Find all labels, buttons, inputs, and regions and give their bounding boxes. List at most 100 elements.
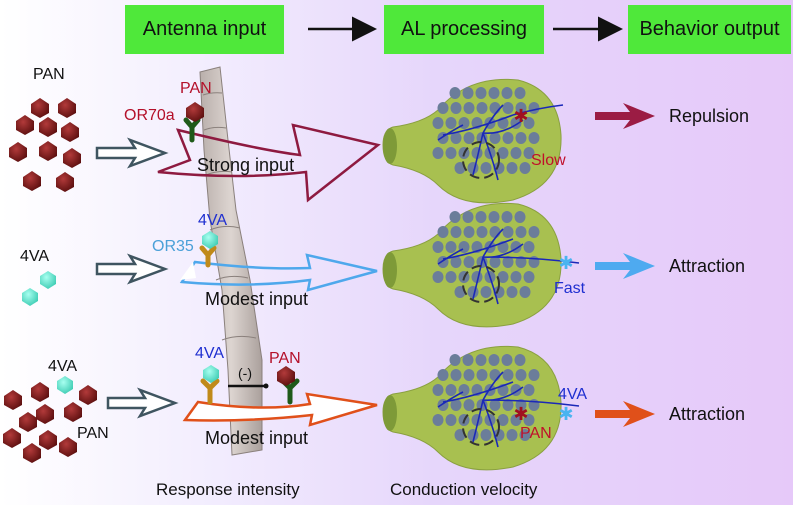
velocity-label: Slow <box>531 152 566 169</box>
glomerulus <box>480 286 492 298</box>
glomerulus <box>476 226 488 238</box>
glomerulus <box>432 117 444 129</box>
glomerulus <box>514 354 526 366</box>
glomerulus <box>463 226 475 238</box>
glomerulus <box>476 369 488 381</box>
pan-odor-cluster-1 <box>9 98 81 192</box>
glomerulus <box>501 211 513 223</box>
glomerulus <box>523 414 535 426</box>
glomerulus <box>432 147 444 159</box>
glomerulus <box>515 399 527 411</box>
glomerulus <box>488 211 500 223</box>
odor-label-4va: 4VA <box>48 358 78 375</box>
glomerulus <box>506 429 518 441</box>
glomerulus <box>515 369 527 381</box>
glomerulus <box>450 226 462 238</box>
odor-label-pan: PAN <box>33 66 65 83</box>
glomerulus <box>463 102 475 114</box>
glomerulus <box>489 369 501 381</box>
repulsion-arrow <box>595 103 655 129</box>
or35-receptor-icon <box>199 231 218 268</box>
hollow-arrow-3 <box>106 387 179 419</box>
glomerulus <box>450 369 462 381</box>
glomerulus <box>519 286 531 298</box>
odor-label-4va: 4VA <box>20 248 50 265</box>
hollow-arrow-2 <box>95 253 169 285</box>
receptor-odor-label: 4VA <box>195 345 225 362</box>
stage-label: AL processing <box>401 18 527 40</box>
antennal-lobe-2: ✱ <box>382 202 580 328</box>
glomerulus <box>450 256 462 268</box>
glomerulus <box>528 102 540 114</box>
glomerulus <box>488 87 500 99</box>
glomerulus <box>514 87 526 99</box>
glomerulus <box>502 369 514 381</box>
glomerulus <box>489 226 501 238</box>
receptor-name-label: OR70a <box>124 107 175 124</box>
glomerulus <box>502 102 514 114</box>
glomerulus <box>502 226 514 238</box>
glomerulus <box>445 147 457 159</box>
glomerulus <box>449 211 461 223</box>
glomerulus <box>528 132 540 144</box>
modest-input-arrow-2 <box>182 392 378 427</box>
glomerulus <box>502 399 514 411</box>
stage-label: Antenna input <box>142 18 267 40</box>
odor-label-pan: PAN <box>77 425 109 442</box>
receptor-odor-label: 4VA <box>198 212 228 229</box>
glomerulus <box>497 271 509 283</box>
glomerulus <box>523 147 535 159</box>
input-strength-label: Modest input <box>205 289 309 309</box>
glomerulus <box>450 132 462 144</box>
footer-conduction-velocity: Conduction velocity <box>390 480 538 499</box>
glomerulus <box>519 162 531 174</box>
al-label-4va: 4VA <box>558 386 588 403</box>
glomerulus <box>489 132 501 144</box>
glomerulus <box>488 354 500 366</box>
or35-receptor-icon-2 <box>200 365 220 405</box>
glomerulus <box>445 384 457 396</box>
glomerulus <box>437 226 449 238</box>
glomerulus <box>437 369 449 381</box>
glomerulus <box>510 414 522 426</box>
antennal-lobe-3: ✱ ✱ <box>382 345 580 471</box>
glomerulus <box>450 102 462 114</box>
glomerulus <box>463 256 475 268</box>
glomerulus <box>502 256 514 268</box>
or70a-receptor-icon <box>183 102 204 143</box>
glomerulus <box>475 354 487 366</box>
glomerulus <box>497 147 509 159</box>
receptor-odor-label: PAN <box>269 350 301 367</box>
glomerulus <box>480 429 492 441</box>
attraction-arrow-2 <box>595 401 655 427</box>
glomerulus <box>510 147 522 159</box>
glomerulus <box>515 256 527 268</box>
glomerulus <box>437 102 449 114</box>
glomerulus <box>476 102 488 114</box>
behavior-label: Repulsion <box>669 106 750 126</box>
glomerulus <box>475 211 487 223</box>
glomerulus <box>523 241 535 253</box>
glomerulus <box>489 399 501 411</box>
svg-text:✱: ✱ <box>513 106 528 126</box>
mixed-odor-cluster <box>3 376 97 463</box>
or70a-receptor-icon-2 <box>277 366 300 405</box>
footer-response-intensity: Response intensity <box>156 480 300 499</box>
glomerulus <box>528 226 540 238</box>
glomerulus <box>432 414 444 426</box>
glomerulus <box>528 369 540 381</box>
glomerulus <box>445 414 457 426</box>
glomerulus <box>506 162 518 174</box>
attraction-arrow-1 <box>595 253 655 279</box>
glomerulus <box>445 271 457 283</box>
glomerulus <box>432 271 444 283</box>
glomerulus <box>449 354 461 366</box>
stage-label: Behavior output <box>639 18 780 40</box>
glomerulus <box>450 399 462 411</box>
glomerulus <box>501 87 513 99</box>
glomerulus <box>523 384 535 396</box>
glomerulus <box>502 132 514 144</box>
glomerulus <box>475 87 487 99</box>
svg-text:✱: ✱ <box>513 404 528 424</box>
